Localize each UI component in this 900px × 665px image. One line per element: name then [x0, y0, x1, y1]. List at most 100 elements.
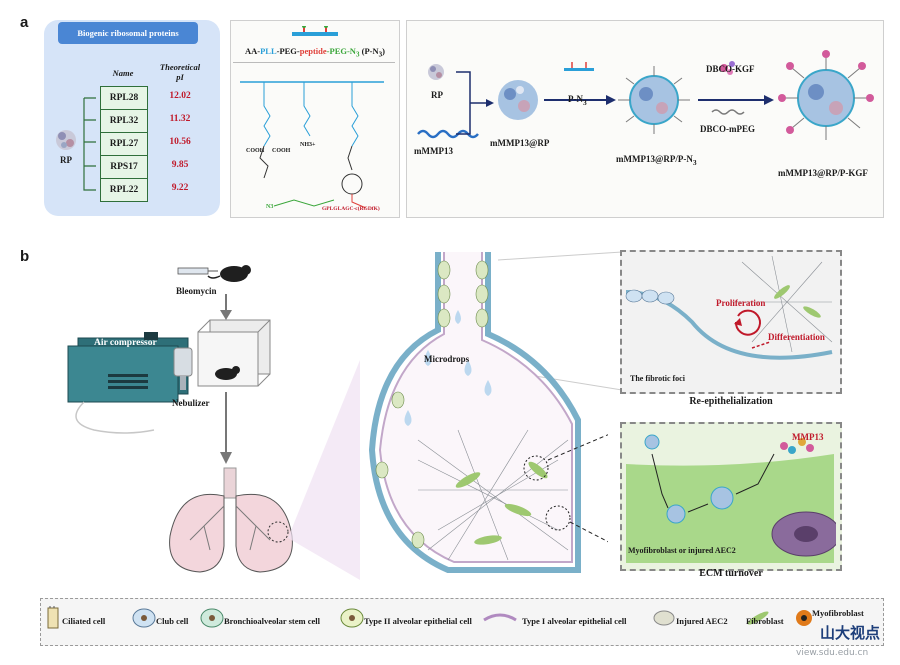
- rp-pi-value: 9.22: [171, 183, 189, 193]
- re-epithelialization-caption: Re-epithelialization: [689, 396, 773, 407]
- alveolus-graphic: [368, 252, 608, 573]
- process-arrows: [220, 294, 232, 464]
- microdrop-icons: [404, 310, 492, 426]
- rp-col-name-header: Name: [112, 68, 134, 78]
- watermark-logo-text: 山大视点: [820, 624, 881, 642]
- legend-myofibroblast: Myofibroblast: [812, 608, 864, 618]
- synthesis-scheme-graphic: [417, 50, 874, 140]
- nebulizer-icon: [173, 347, 193, 390]
- rp-pi-value: 11.32: [169, 114, 191, 124]
- polymer-structure-drawing: [240, 81, 384, 209]
- syringe-mouse-graphic: [177, 265, 251, 282]
- cell-type-legend: [40, 598, 884, 646]
- ecm-fibers: [417, 429, 569, 561]
- nebulizer-label: Nebulizer: [172, 398, 210, 408]
- panel-a-letter: a: [20, 14, 29, 31]
- step3-reagent-top-label: DBCO-KGF: [706, 64, 755, 74]
- rp-name-cell: RPL32: [100, 109, 148, 133]
- legend-bronchioalveolar-stem-cell: Bronchioalveolar stem cell: [224, 616, 321, 626]
- peptide-sequence-label: GPLGLAGC-c(RGDfK): [322, 206, 380, 212]
- nh3-label: NH3+: [300, 142, 316, 148]
- legend-type-ii-cell: Type II alveolar epithelial cell: [364, 616, 472, 626]
- type-ii-cell-icon: [340, 608, 364, 628]
- polymer-icon: [564, 62, 594, 71]
- cooh-right-label: COOH: [272, 148, 291, 154]
- rp-name-cell: RPL22: [100, 178, 148, 202]
- rp-pi-value: 10.56: [169, 137, 191, 147]
- magnification-lines: [288, 251, 623, 580]
- n3-label: N3: [266, 204, 274, 210]
- bleomycin-label: Bleomycin: [176, 286, 217, 296]
- microdrops-label: Microdrops: [424, 354, 470, 364]
- fibroblast-icon: [747, 611, 769, 625]
- synth-rp-label: RP: [431, 90, 443, 100]
- step3-product-label: mMMP13@RP/P-KGF: [778, 168, 868, 178]
- rp-name-cell: RPL27: [100, 132, 148, 156]
- legend-injured-aec2: Injured AEC2: [676, 616, 728, 626]
- club-cell-icon: [132, 608, 156, 628]
- panel-b-letter: b: [20, 248, 30, 265]
- type-i-cell-icon: [483, 613, 517, 622]
- coated-nanoparticle-icon: [618, 66, 690, 134]
- rp-col-pi-header: Theoretical pI: [152, 62, 208, 82]
- syringe-icon: [177, 267, 218, 275]
- fibrotic-foci-label: The fibrotic foci: [630, 374, 685, 383]
- rp-name-cell: RPL28: [100, 86, 148, 110]
- rp-name-cell: RPS17: [100, 155, 148, 179]
- air-compressor-icon: [67, 332, 189, 403]
- cooh-left-label: COOH: [246, 148, 265, 154]
- kgf-icon: [720, 61, 735, 75]
- mouse-icon: [207, 265, 251, 282]
- mpeg-wave-icon: [711, 109, 745, 115]
- legend-icons: [47, 606, 812, 629]
- fibroblast-icons: [774, 285, 821, 318]
- rp-col-pi-line2: pI: [176, 72, 184, 82]
- ecm-turnover-caption: ECM turnover: [699, 568, 763, 579]
- step2-product-label: mMMP13@RP/P-N3: [616, 154, 697, 167]
- mmp13-label: MMP13: [792, 432, 824, 442]
- differentiation-label: Differentiation: [768, 332, 825, 342]
- legend-fibroblast: Fibroblast: [746, 616, 784, 626]
- mrna-label: mMMP13: [414, 146, 453, 156]
- lungs-graphic: [169, 467, 293, 573]
- polymer-icon: [292, 26, 338, 36]
- exposure-chamber: [197, 319, 271, 387]
- ecm-fibers: [732, 255, 833, 353]
- final-nanoparticle-icon: [778, 50, 874, 140]
- fibrotic-foci-panel: [620, 250, 842, 394]
- ecm-cell-label: Myofibroblast or injured AEC2: [628, 546, 736, 555]
- myofibroblast-icon: [771, 511, 836, 557]
- legend-type-i-cell: Type I alveolar epithelial cell: [522, 616, 627, 626]
- fibroblast-icons: [455, 461, 548, 545]
- rp-label: RP: [60, 155, 72, 165]
- step3-reagent-bottom-label: DBCO-mPEG: [700, 124, 755, 134]
- rp-protein-icon: [56, 130, 76, 150]
- rp-protein-icon: [428, 64, 444, 80]
- epithelial-cells: [375, 260, 489, 549]
- air-compressor-label: Air compressor: [94, 338, 157, 348]
- step2-reagent-label: P-N3: [568, 94, 587, 107]
- rp-panel-title: Biogenic ribosomal proteins: [58, 22, 198, 44]
- epithelial-cells: [625, 289, 675, 305]
- injured-aec2-icon: [653, 610, 675, 626]
- rp-col-pi-line1: Theoretical: [159, 62, 201, 72]
- ecm-turnover-graphic: [626, 434, 836, 563]
- fibrotic-foci-graphic: [625, 255, 833, 360]
- nanoparticle-uptake-icons: [644, 434, 734, 524]
- legend-club-cell: Club cell: [156, 616, 189, 626]
- rp-pi-value: 12.02: [169, 91, 191, 101]
- mouse-icon: [215, 366, 240, 380]
- mmp13-protein-icons: [780, 438, 814, 454]
- mmmp13-rp-nanoparticle-icon: [498, 80, 538, 120]
- rp-bracket-graphic: [56, 97, 96, 191]
- polymer-structure-panel: [230, 20, 400, 218]
- proliferation-label: Proliferation: [716, 298, 766, 308]
- polymer-divider: [233, 62, 395, 63]
- polymer-title: AA-PLL-PEG-peptide-PEG-N3 (P-N3): [244, 46, 386, 59]
- nebulizer-setup: [67, 332, 193, 434]
- bronchioalveolar-stem-cell-icon: [200, 608, 224, 628]
- myofibroblast-icon: [796, 610, 812, 626]
- step1-product-label: mMMP13@RP: [490, 138, 550, 148]
- watermark-url: view.sdu.edu.cn: [796, 648, 869, 658]
- ciliated-cell-icon: [47, 606, 59, 629]
